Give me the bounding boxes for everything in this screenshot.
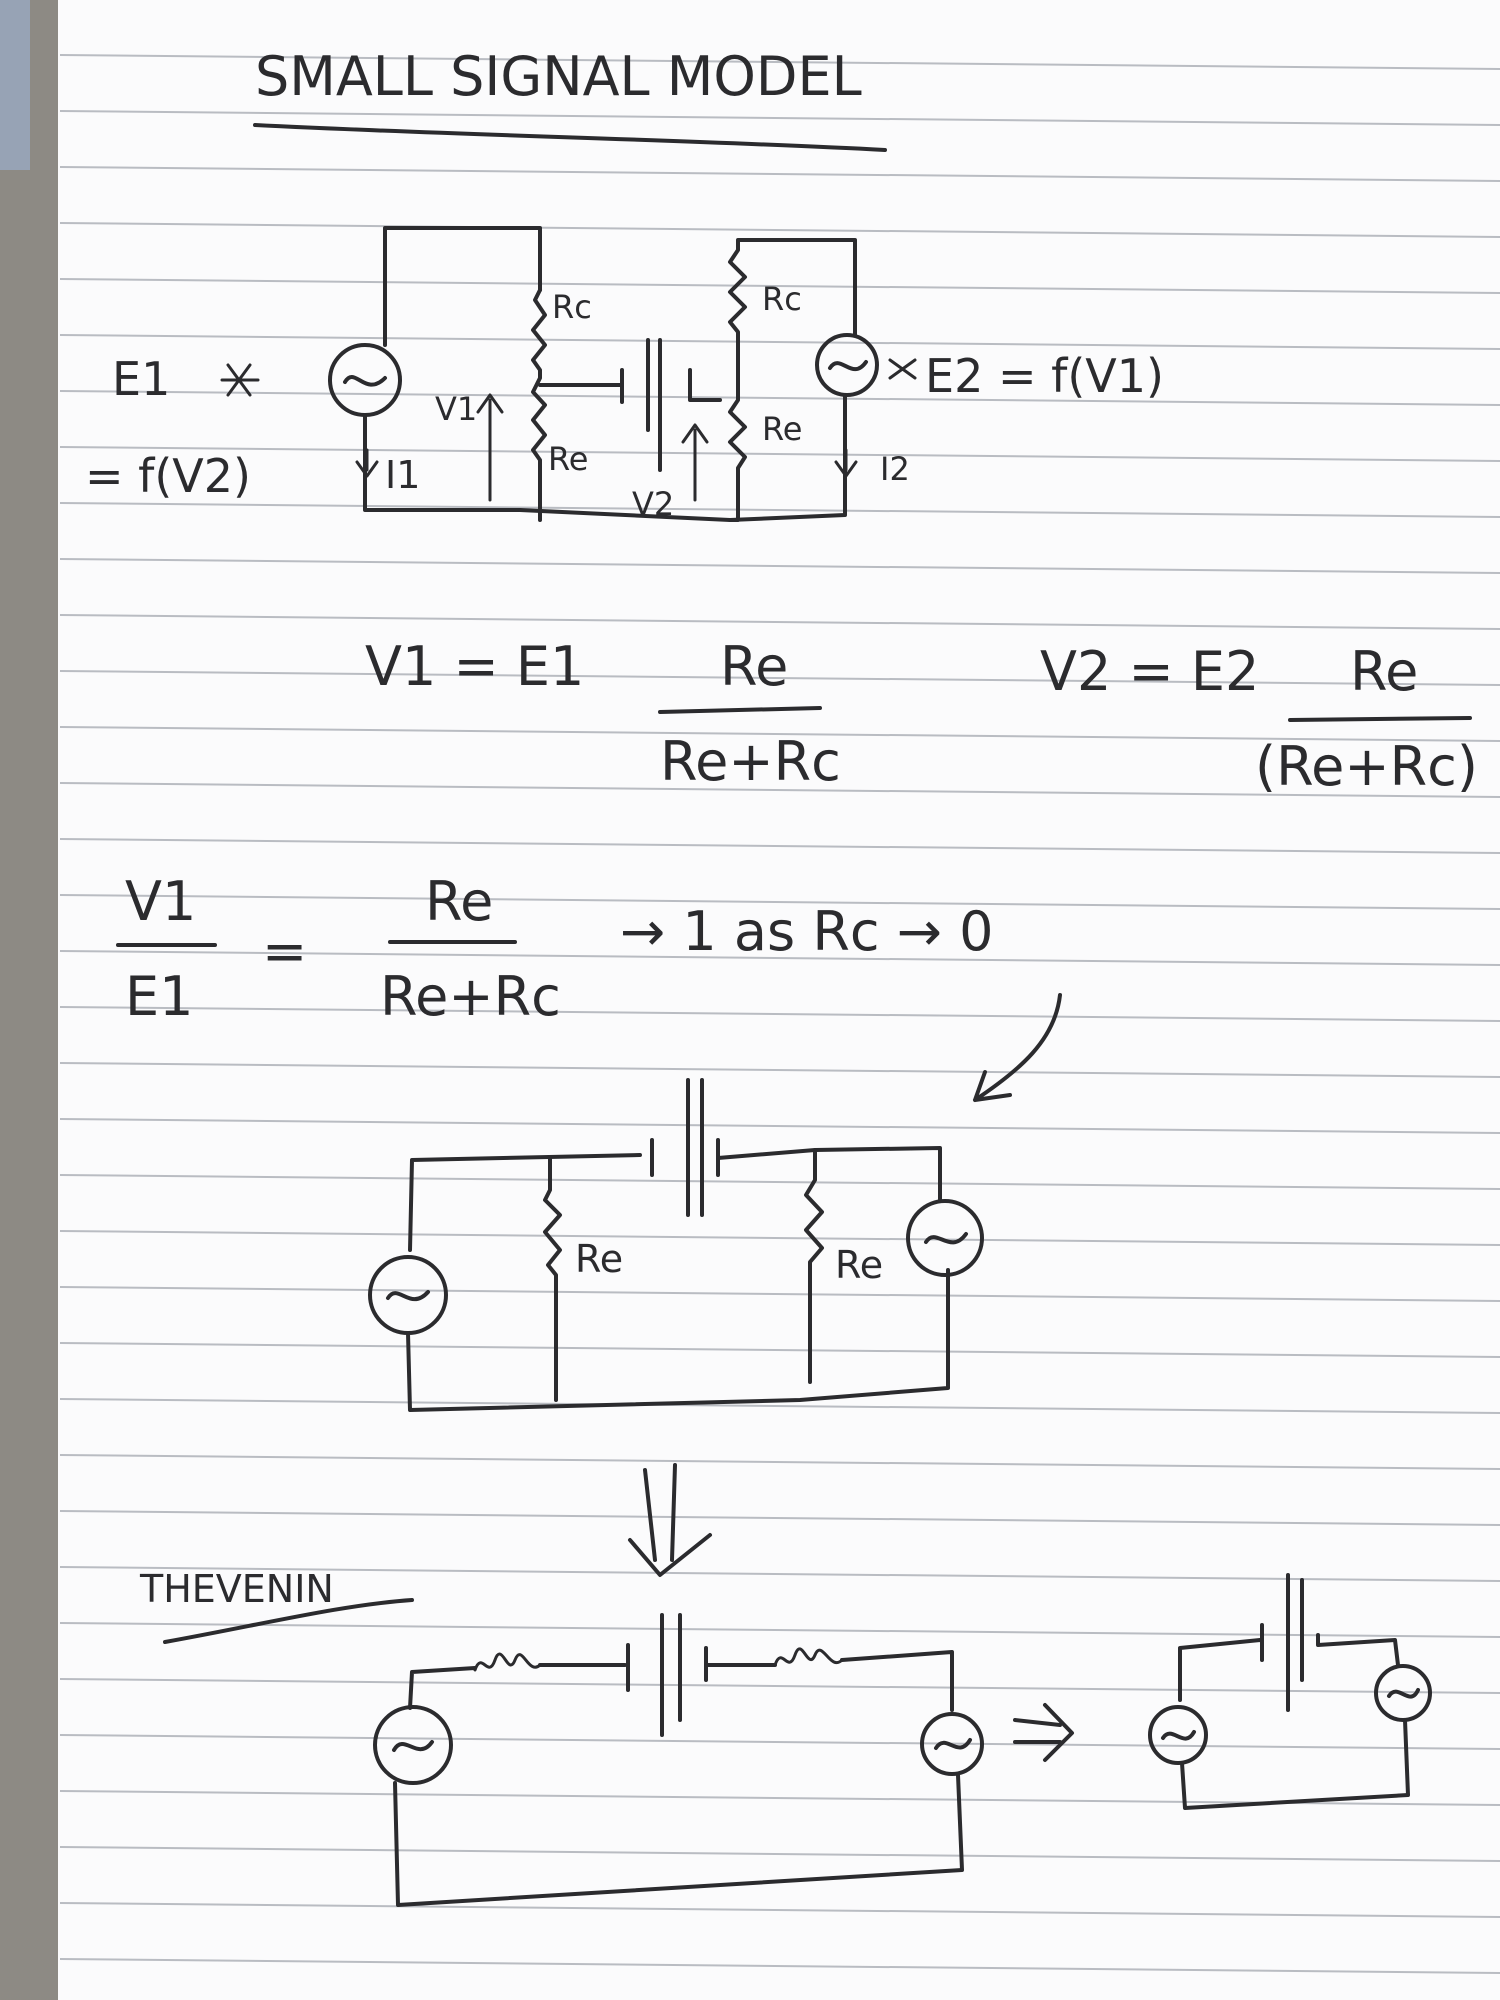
scribble-right-icon — [888, 358, 917, 380]
ruled-line — [59, 1678, 1500, 1694]
ruled-line — [59, 670, 1500, 686]
ac-source-right-2-icon — [906, 1199, 984, 1277]
ruled-line — [59, 110, 1500, 126]
thevenin-underline — [163, 1598, 414, 1644]
label-v2: V2 — [632, 485, 674, 523]
ruled-line — [59, 446, 1500, 462]
curved-arrow-icon — [973, 993, 1062, 1102]
label-rc-left: Rc — [552, 288, 592, 326]
ruled-line — [59, 1006, 1500, 1022]
ac-source-simple-left-icon — [1148, 1705, 1208, 1765]
ruled-line — [59, 614, 1500, 630]
v2-arrow-icon — [681, 423, 709, 502]
ruled-line — [59, 782, 1500, 798]
label-v1: V1 — [435, 390, 477, 428]
resistor-thevenin-right-icon — [773, 1647, 844, 1667]
ac-source-thevenin-right-icon — [920, 1712, 984, 1776]
i2-arrow-icon — [834, 448, 858, 478]
source-left-relation: = f(V2) — [85, 449, 251, 503]
eq-v1-den: Re+Rc — [660, 730, 841, 793]
double-down-arrow-icon — [628, 1463, 712, 1577]
ruled-line — [59, 838, 1500, 854]
thevenin-label: THEVENIN — [139, 1567, 334, 1611]
ruled-line — [59, 390, 1500, 406]
i1-arrow-icon — [355, 448, 379, 478]
ruled-line — [59, 1342, 1500, 1358]
ruled-line — [59, 1734, 1500, 1750]
capacitor-thevenin-icon — [538, 1613, 777, 1737]
eq-ratio-rhs-num: Re — [425, 870, 493, 933]
label-i2: I2 — [880, 450, 910, 488]
resistor-re-right-2 — [804, 1148, 824, 1384]
eq-ratio-equals: = — [262, 920, 307, 983]
equation-v1: V1 = E1 Re Re+Rc — [365, 635, 841, 793]
ruled-line — [59, 1510, 1500, 1526]
scribble-icon — [220, 363, 260, 397]
equation-ratio: V1 E1 = Re Re+Rc → 1 as Rc → 0 — [116, 870, 1062, 1102]
eq-ratio-limit: → 1 as Rc → 0 — [620, 900, 993, 963]
eq-ratio-rhs-den: Re+Rc — [380, 965, 561, 1028]
label-re-right: Re — [762, 410, 802, 448]
label-re-right-2: Re — [835, 1243, 883, 1287]
source-left-name: E1 — [112, 352, 170, 406]
title-underline — [253, 123, 887, 152]
ruled-line — [59, 334, 1500, 350]
ruled-line — [59, 1566, 1500, 1582]
ruled-line — [59, 1118, 1500, 1134]
implies-arrow-icon — [1013, 1703, 1074, 1762]
ac-source-right-icon — [815, 333, 879, 397]
ruled-line — [59, 1174, 1500, 1190]
resistor-thevenin-left-icon — [473, 1652, 542, 1672]
ruled-line — [59, 726, 1500, 742]
ruled-line — [59, 894, 1500, 910]
ruled-line — [59, 222, 1500, 238]
blue-edge — [0, 0, 30, 170]
resistor-re-left-2 — [543, 1156, 562, 1402]
label-re-left-2: Re — [575, 1237, 623, 1281]
page-title: SMALL SIGNAL MODEL — [255, 45, 862, 108]
ruled-line — [59, 558, 1500, 574]
ruled-line — [59, 1846, 1500, 1862]
label-i1: I1 — [385, 453, 420, 497]
capacitor-2-icon — [650, 1078, 720, 1217]
ruled-line — [59, 1902, 1500, 1918]
ac-source-thevenin-left-icon — [373, 1705, 453, 1785]
simplified-capacitor-wires — [1178, 1573, 1400, 1712]
eq-v2-lhs: V2 = E2 — [1040, 640, 1259, 703]
ruled-line — [59, 1398, 1500, 1414]
paper-sheet — [58, 0, 1500, 2000]
resistor-chain-left — [363, 288, 547, 522]
v1-arrow-icon — [476, 393, 504, 502]
ruled-line — [59, 1062, 1500, 1078]
thevenin-circuit — [373, 1613, 984, 1907]
label-rc-right: Rc — [762, 280, 802, 318]
eq-v2-fraction-bar — [1288, 716, 1472, 722]
eq-v1-lhs: V1 = E1 — [365, 635, 584, 698]
ruled-line — [59, 1230, 1500, 1246]
ruled-line — [59, 1454, 1500, 1470]
eq-v1-fraction-bar — [658, 706, 822, 714]
ruled-line — [59, 54, 1500, 70]
eq-v1-num: Re — [720, 635, 788, 698]
ruled-line — [59, 1286, 1500, 1302]
circuit-2: Re Re — [368, 1078, 984, 1412]
resistor-chain-right — [728, 238, 857, 522]
ruled-line — [59, 502, 1500, 518]
ruled-line — [59, 278, 1500, 294]
ruled-line — [59, 950, 1500, 966]
eq-ratio-den: E1 — [125, 965, 193, 1028]
circuit-1: Rc Re Rc Re V1 I1 V2 I2 E1 = f(V2) E2 = … — [85, 226, 1164, 523]
equation-v2: V2 = E2 Re (Re+Rc) — [1040, 640, 1478, 798]
eq-ratio-num: V1 — [125, 870, 196, 933]
label-re-left: Re — [548, 440, 588, 478]
eq-v2-den: (Re+Rc) — [1255, 735, 1478, 798]
ruled-line — [59, 166, 1500, 182]
capacitor-1-icon — [620, 338, 662, 472]
eq-v2-num: Re — [1350, 640, 1418, 703]
simplified-circuit — [1148, 1573, 1432, 1810]
ruled-line — [59, 1958, 1500, 1974]
source-right-relation: E2 = f(V1) — [925, 349, 1164, 403]
